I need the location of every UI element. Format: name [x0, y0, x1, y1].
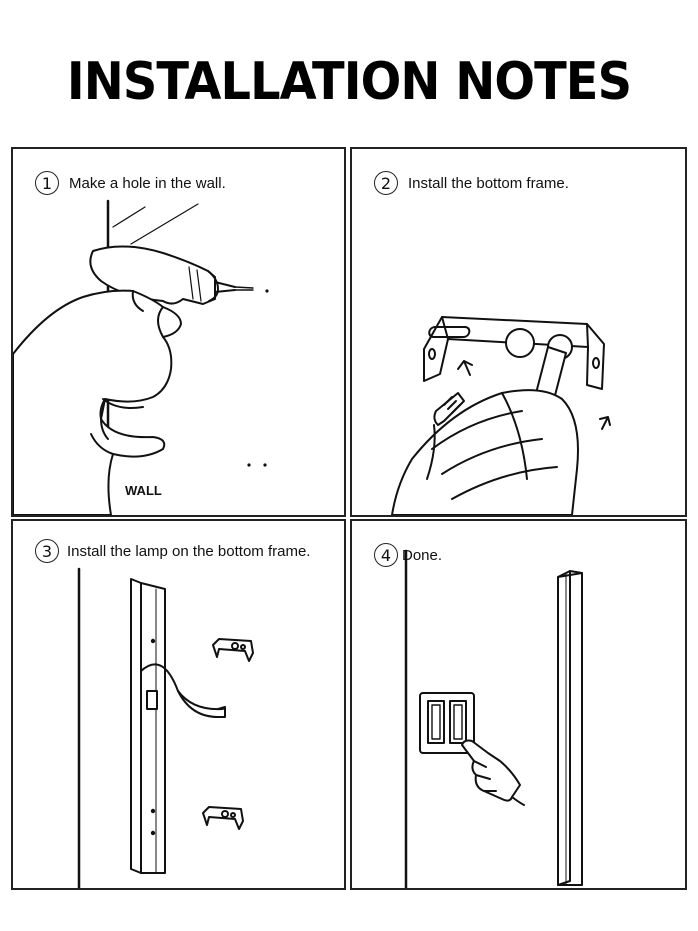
step-4-caption: Done. — [402, 546, 443, 564]
step-4-header: 4 Done. — [374, 543, 442, 567]
lamp-mounting-illustration — [77, 567, 254, 888]
drill-illustration: WALL — [13, 199, 269, 515]
step-2-caption: Install the bottom frame. — [408, 174, 569, 192]
step-1-caption: Make a hole in the wall. — [69, 174, 226, 192]
wall-label: WALL — [125, 483, 162, 498]
step-1-panel: 1 Make a hole in the wall. — [11, 147, 346, 517]
step-4-number: 4 — [374, 543, 398, 567]
step-1-number: 1 — [35, 171, 59, 195]
step-1-header: 1 Make a hole in the wall. — [35, 171, 226, 195]
finished-lamp-illustration — [404, 549, 583, 888]
page-title: INSTALLATION NOTES — [66, 52, 632, 112]
step-4-panel: 4 Done. — [350, 519, 687, 890]
bracket-screwdriver-illustration — [391, 316, 611, 515]
step-3-caption: Install the lamp on the bottom frame. — [67, 542, 311, 560]
step-2-header: 2 Install the bottom frame. — [374, 171, 569, 195]
step-2-panel: 2 Install the bottom frame. — [350, 147, 687, 517]
step-2-number: 2 — [374, 171, 398, 195]
step-3-panel: 3 Install the lamp on the bottom frame. — [11, 519, 346, 890]
step-3-number: 3 — [35, 539, 59, 563]
step-3-header: 3 Install the lamp on the bottom frame. — [35, 539, 310, 563]
